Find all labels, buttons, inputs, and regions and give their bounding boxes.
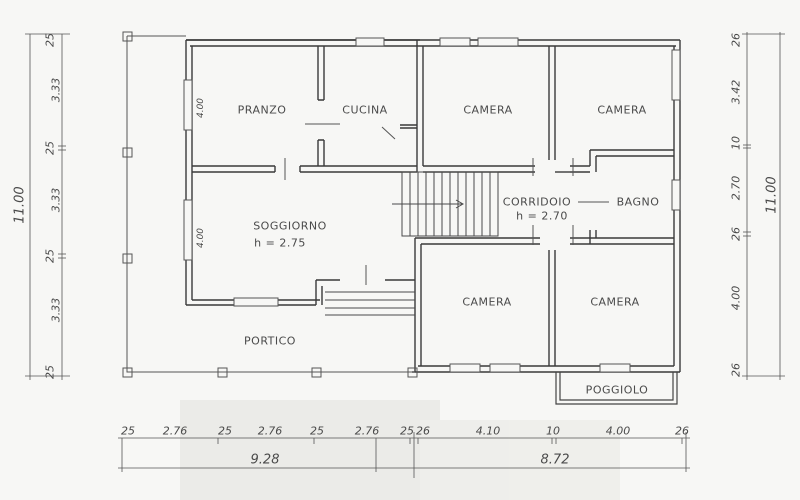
left-dim-seg-3: 3.33 — [49, 187, 63, 213]
room-label-soggiorno: SOGGIORNO — [253, 219, 327, 233]
room-height-soggiorno: h = 2.75 — [254, 236, 306, 250]
left-dim-seg-0: 25 — [43, 33, 57, 47]
left-dimension-lines — [25, 33, 70, 380]
bottom-total-west: 9.28 — [250, 452, 280, 468]
walls — [185, 39, 681, 373]
left-dim-seg-5: 3.33 — [49, 297, 63, 323]
poggiolo-outline — [555, 372, 678, 405]
room-label-pranzo: PRANZO — [237, 103, 287, 117]
bottom-dim-seg-0: 25 — [121, 424, 135, 438]
portico-outline — [122, 31, 418, 378]
room-label-bagno: BAGNO — [616, 195, 660, 209]
bottom-dim-seg-10: 4.00 — [605, 424, 631, 438]
bottom-dim-seg-2: 25 — [218, 424, 232, 438]
right-dim-seg-6: 26 — [729, 363, 743, 377]
right-dim-seg-3: 2.70 — [729, 175, 743, 201]
bottom-dim-seg-5: 2.76 — [354, 424, 380, 438]
right-dim-seg-1: 3.42 — [729, 79, 743, 105]
right-dimension-lines — [742, 32, 785, 380]
bottom-dim-seg-4: 25 — [310, 424, 324, 438]
paper-smudges — [180, 400, 620, 500]
bottom-dim-seg-1: 2.76 — [162, 424, 188, 438]
bottom-dim-seg-11: 26 — [675, 424, 689, 438]
windows — [183, 37, 681, 373]
room-label-camera-ne: CAMERA — [597, 103, 647, 117]
right-dim-seg-5: 4.00 — [729, 285, 743, 311]
wall-dim-soggiorno: 4.00 — [196, 227, 206, 249]
bottom-dim-seg-8: 4.10 — [475, 424, 501, 438]
right-total-dimension: 11.00 — [764, 176, 780, 214]
left-dim-seg-1: 3.33 — [49, 77, 63, 103]
left-dim-seg-6: 25 — [43, 365, 57, 379]
left-dim-seg-2: 25 — [43, 141, 57, 155]
right-dim-seg-4: 26 — [729, 227, 743, 241]
room-label-camera-sw: CAMERA — [462, 295, 512, 309]
left-total-dimension: 11.00 — [12, 186, 28, 224]
room-label-portico: PORTICO — [244, 334, 296, 348]
right-dim-seg-0: 26 — [729, 33, 743, 47]
staircase — [325, 171, 499, 316]
door-marks — [284, 123, 609, 285]
bottom-dimension-lines — [118, 432, 690, 478]
bottom-dim-seg-6: 25 — [400, 424, 414, 438]
room-label-cucina: CUCINA — [342, 103, 388, 117]
room-label-corridoio: CORRIDOIO — [502, 195, 572, 209]
wall-dim-pranzo: 4.00 — [196, 97, 206, 119]
bottom-dim-seg-3: 2.76 — [257, 424, 283, 438]
room-label-camera-se: CAMERA — [590, 295, 640, 309]
right-dim-seg-2: 10 — [729, 136, 743, 150]
bottom-total-east: 8.72 — [540, 452, 570, 468]
room-label-camera-nw: CAMERA — [463, 103, 513, 117]
bottom-dim-seg-9: 10 — [546, 424, 560, 438]
room-label-poggiolo: POGGIOLO — [585, 383, 649, 397]
room-height-corridoio: h = 2.70 — [516, 209, 568, 223]
left-dim-seg-4: 25 — [43, 249, 57, 263]
bottom-dim-seg-7: 26 — [416, 424, 430, 438]
